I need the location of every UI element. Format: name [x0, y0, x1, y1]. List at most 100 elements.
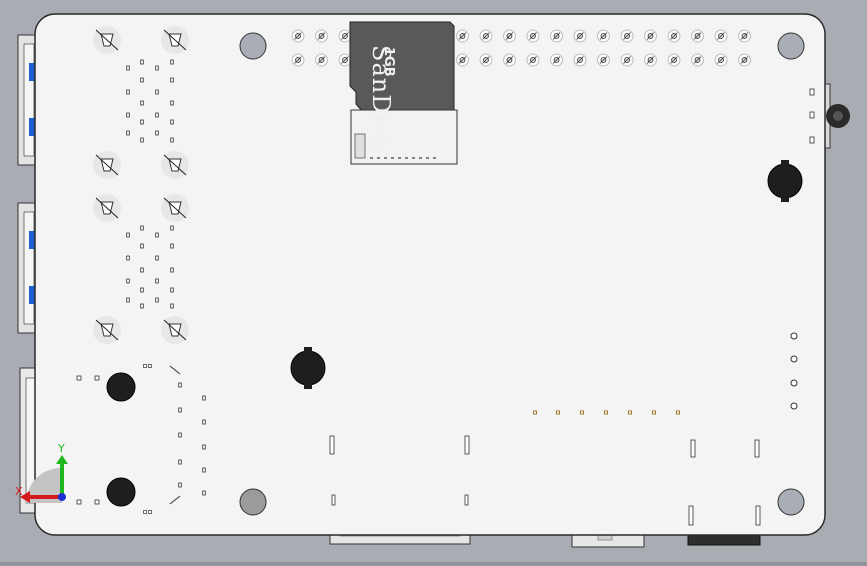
gpio-pin [503, 29, 516, 43]
connector-slots [329, 435, 761, 526]
gpio-pin [714, 53, 728, 67]
mounting-hole-top-right [777, 32, 805, 60]
sd-card-capacity-label: 1GB [381, 47, 396, 77]
silkscreen-mark [169, 365, 181, 375]
gpio-pin [479, 29, 493, 43]
gpio-pin [714, 29, 728, 43]
led-indicators [93, 26, 189, 344]
gpio-pin [526, 53, 540, 67]
gpio-pin [315, 53, 328, 67]
pad [809, 111, 815, 119]
pad [155, 278, 159, 284]
pad [170, 287, 174, 293]
gpio-pin [338, 53, 352, 67]
mounting-hole-top-left [239, 32, 267, 60]
crystal-top-right [767, 160, 803, 202]
pad [170, 100, 174, 106]
pad [170, 225, 174, 231]
gpio-pin [315, 29, 328, 43]
pad [580, 410, 584, 415]
pad [140, 243, 144, 249]
silkscreen-mark [169, 495, 181, 505]
pad [155, 65, 159, 71]
pad [556, 410, 560, 415]
crystal-middle [290, 347, 326, 389]
pad [148, 510, 152, 514]
gpio-pin [573, 53, 587, 67]
mounting-hole-bottom-right [777, 488, 805, 516]
gpio-pin [644, 53, 657, 67]
pad [202, 444, 206, 450]
pad [140, 303, 144, 309]
pad [143, 364, 147, 368]
gpio-pin [667, 29, 681, 43]
gpio-pin [691, 29, 704, 43]
gpio-pin [291, 53, 305, 67]
pad [676, 410, 680, 415]
pad [126, 130, 130, 136]
pad [126, 232, 130, 238]
pad [170, 119, 174, 125]
led-lightpipe [93, 194, 121, 222]
pad [126, 278, 130, 284]
pad [178, 382, 182, 388]
gpio-pin [667, 53, 681, 67]
pad [170, 77, 174, 83]
pad [170, 303, 174, 309]
gpio-pin [456, 53, 469, 67]
pad [155, 232, 159, 238]
pad [202, 467, 206, 473]
gpio-pin [526, 29, 540, 43]
pad [155, 89, 159, 95]
pad [140, 267, 144, 273]
mounting-hole-bottom-left [239, 488, 267, 516]
led-lightpipe [93, 316, 121, 344]
test-point [790, 379, 798, 387]
pad [809, 136, 815, 144]
test-points [790, 332, 798, 410]
gpio-pin [479, 53, 493, 67]
sd-card [349, 21, 458, 165]
pad [170, 267, 174, 273]
pad [148, 364, 152, 368]
led-lightpipe [161, 26, 189, 54]
test-point [790, 332, 798, 340]
gpio-pin [550, 29, 563, 43]
gpio-pin [338, 29, 352, 43]
pad [809, 88, 815, 96]
pad [170, 243, 174, 249]
gpio-header [291, 29, 751, 67]
led-lightpipe [161, 194, 189, 222]
gpio-pin [597, 29, 610, 43]
pad [155, 112, 159, 118]
gpio-pin [644, 29, 657, 43]
capacitor-top [106, 372, 136, 402]
gpio-pin [620, 53, 634, 67]
pcb-board [34, 13, 826, 536]
gpio-pin [503, 53, 516, 67]
usb-port-bottom [17, 202, 37, 334]
pad [140, 119, 144, 125]
pad [202, 490, 206, 496]
pad [155, 297, 159, 303]
pad [126, 65, 130, 71]
gpio-pin [291, 29, 305, 43]
gpio-pin [620, 29, 634, 43]
pad [202, 395, 206, 401]
test-point [790, 402, 798, 410]
led-lightpipe [161, 316, 189, 344]
gpio-pin [738, 29, 751, 43]
pad [178, 407, 182, 413]
axis-triad [20, 455, 68, 503]
led-lightpipe [93, 151, 121, 179]
pad [604, 410, 608, 415]
pad [143, 510, 147, 514]
pad [533, 410, 537, 415]
pad [155, 130, 159, 136]
gpio-pin [691, 53, 704, 67]
gpio-pin [738, 53, 751, 67]
pad [126, 112, 130, 118]
pad [126, 89, 130, 95]
pad [140, 59, 144, 65]
